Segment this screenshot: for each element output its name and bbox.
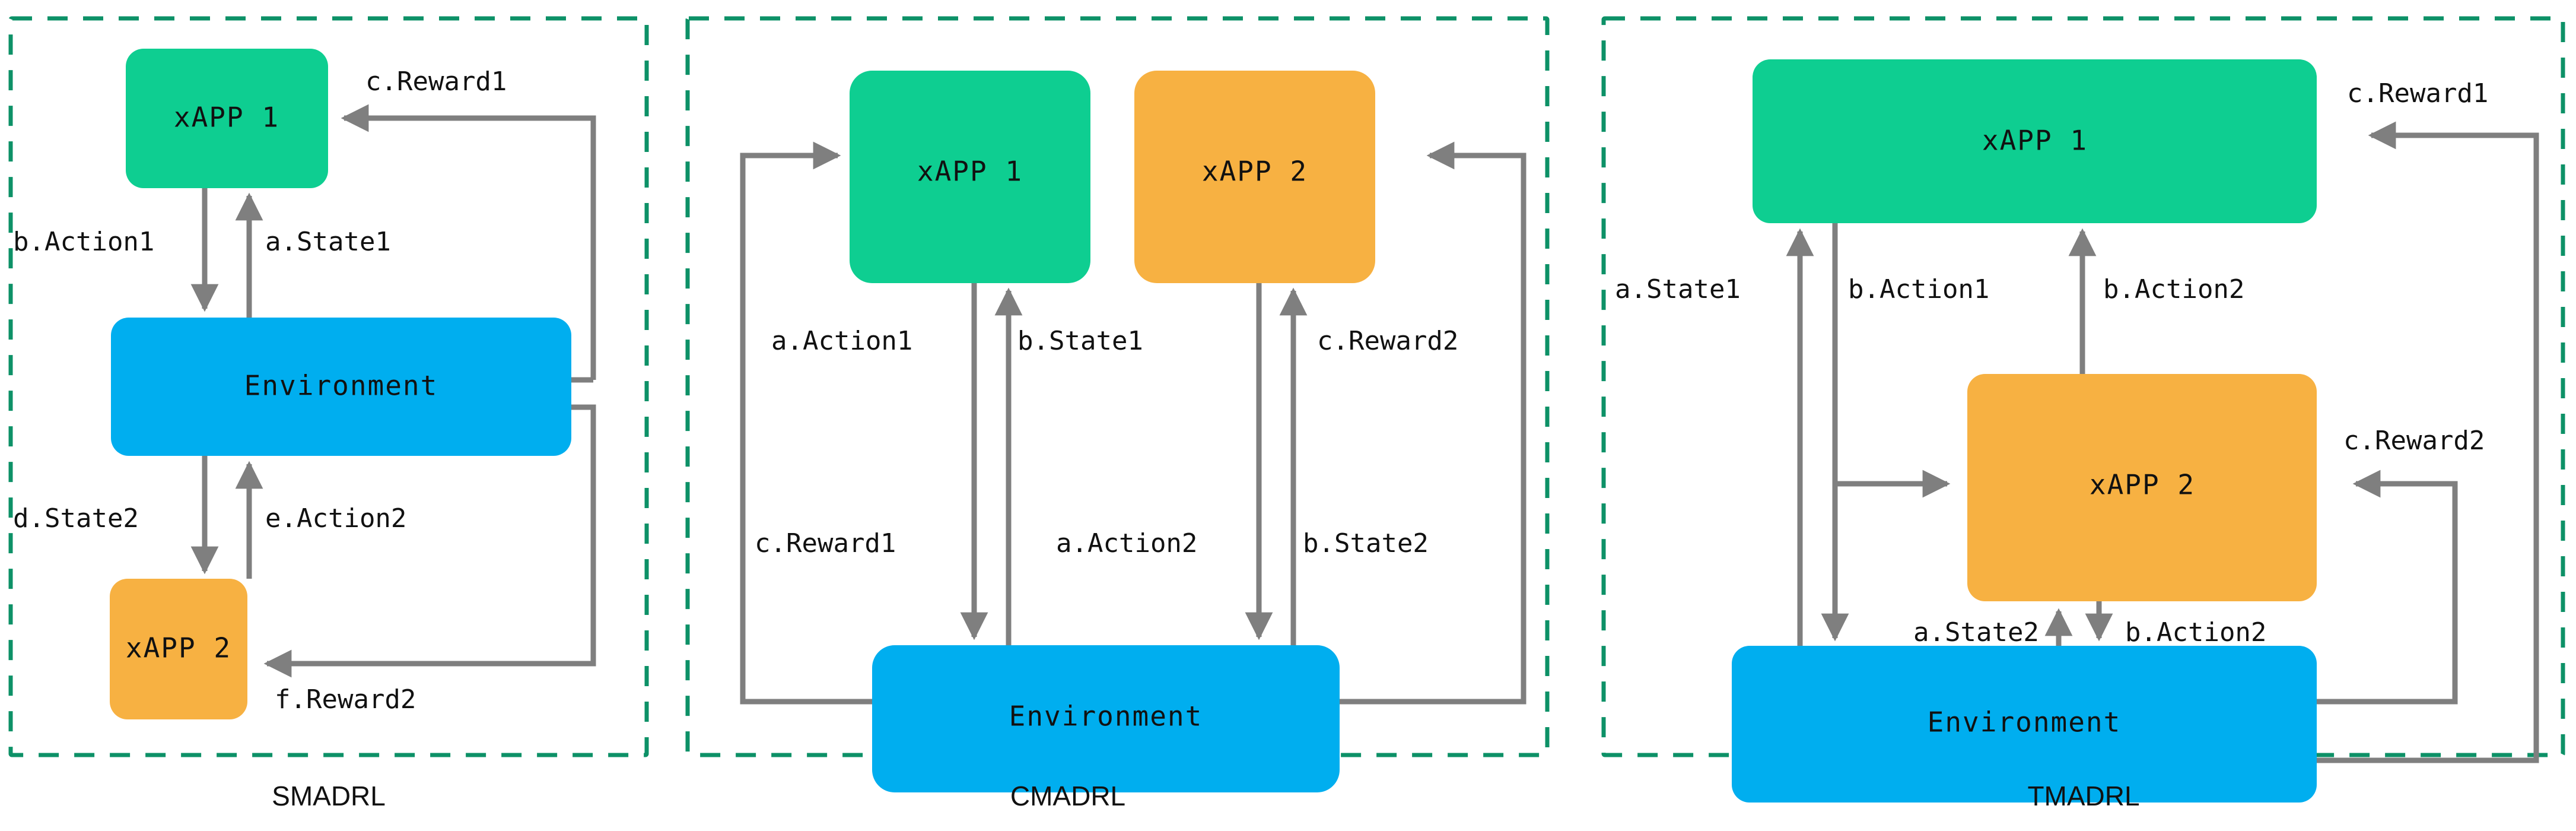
edge-label-c-reward1: c.Reward1 (755, 528, 896, 559)
node-label: xAPP 2 (126, 632, 231, 664)
node-label: xAPP 1 (1982, 125, 2088, 157)
panel-caption-tmadrl: TMADRL (2027, 781, 2139, 811)
panel-caption-cmadrl: CMADRL (1010, 781, 1125, 811)
panel-border-cmadrl (685, 16, 1550, 757)
node-label: xAPP 1 (917, 156, 1023, 188)
edge-label-b-state2: b.State2 (1303, 528, 1429, 559)
edge-label-a-action1: a.Action1 (771, 326, 912, 356)
node-xapp1-cmadrl[interactable]: xAPP 1 (850, 71, 1090, 283)
node-label: Environment (1928, 706, 2122, 738)
node-label: xAPP 1 (174, 102, 279, 134)
node-label: Environment (244, 370, 438, 402)
node-environment-cmadrl[interactable]: Environment (872, 645, 1340, 792)
edge-label-b-state1: b.State1 (1017, 326, 1143, 356)
edge-c-reward2 (2317, 470, 2458, 705)
edge-label-f-reward2: f.Reward2 (275, 684, 416, 715)
node-xapp2-smadrl[interactable]: xAPP 2 (110, 579, 247, 719)
edge-label-c-reward1: c.Reward1 (2347, 78, 2488, 109)
node-xapp2-tmadrl[interactable]: xAPP 2 (1967, 374, 2317, 601)
node-environment-smadrl[interactable]: Environment (111, 318, 571, 456)
edge-f-reward2 (263, 404, 596, 678)
edge-label-b-action2-bot: b.Action2 (2125, 617, 2266, 648)
edge-label-b-action1: b.Action1 (1848, 274, 1989, 305)
edge-label-c-reward1: c.Reward1 (365, 66, 507, 97)
edge-label-b-action2-top: b.Action2 (2103, 274, 2244, 305)
edge-c-reward1 (740, 141, 872, 705)
panel-caption-smadrl: SMADRL (272, 781, 386, 811)
edge-label-e-action2: e.Action2 (265, 503, 406, 534)
edge-c-reward2 (1340, 141, 1526, 705)
edge-label-a-state1: a.State1 (265, 227, 391, 257)
node-xapp1-smadrl[interactable]: xAPP 1 (126, 49, 328, 188)
panel-smadrl: xAPP 1 Environment xAPP 2 b.Action1 a.St… (8, 16, 649, 811)
node-xapp1-tmadrl[interactable]: xAPP 1 (1753, 59, 2317, 223)
edge-label-a-state2: a.State2 (1913, 617, 2039, 648)
edge-label-a-action2: a.Action2 (1056, 528, 1197, 559)
edge-label-b-action1: b.Action1 (13, 227, 154, 257)
node-environment-tmadrl[interactable]: Environment (1732, 646, 2317, 803)
edge-label-c-reward2: c.Reward2 (2343, 426, 2485, 456)
node-label: xAPP 2 (1202, 156, 1308, 188)
node-label: Environment (1009, 700, 1203, 732)
panel-tmadrl: xAPP 1 xAPP 2 Environment a.State1 b.Act… (1601, 16, 2565, 811)
edge-label-d-state2: d.State2 (13, 503, 139, 534)
edge-label-c-reward2: c.Reward2 (1317, 326, 1458, 356)
edge-label-a-state1: a.State1 (1615, 274, 1741, 305)
node-label: xAPP 2 (2090, 469, 2195, 501)
panel-border-smadrl (8, 16, 649, 757)
edge-c-reward1 (2317, 121, 2539, 763)
panel-cmadrl: xAPP 1 xAPP 2 Environment a.Action1 b.St… (685, 16, 1550, 811)
node-xapp2-cmadrl[interactable]: xAPP 2 (1134, 71, 1375, 283)
edge-c-reward1 (341, 104, 596, 380)
